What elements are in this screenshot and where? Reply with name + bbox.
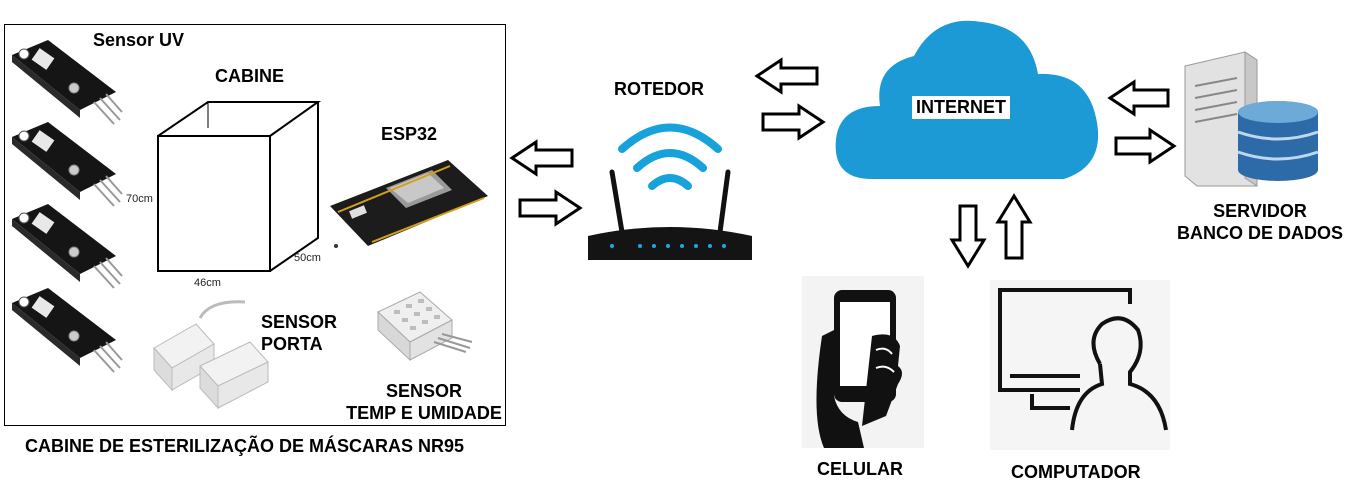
cabin-box-label: CABINE <box>215 66 285 86</box>
door-sensor-label: SENSOR PORTA <box>261 311 337 355</box>
arrow-icon <box>761 103 826 141</box>
door-sensor-label-line2: PORTA <box>261 334 323 354</box>
server-database-icon <box>1175 46 1325 191</box>
router-label: ROTEDOR <box>614 79 704 99</box>
arrow-icon <box>949 204 987 269</box>
phone-label: CELULAR <box>817 459 903 479</box>
computer-label: COMPUTADOR <box>1011 462 1141 482</box>
router-icon <box>582 114 762 269</box>
esp32-board-icon <box>328 158 490 253</box>
cabin-height-dimension: 70cm <box>126 193 153 205</box>
temp-sensor-label-line2: TEMP E UMIDADE <box>346 403 502 423</box>
server-label-line1: SERVIDOR <box>1213 201 1307 221</box>
arrow-icon <box>754 57 819 95</box>
arrow-icon <box>509 139 574 177</box>
arrow-icon <box>1107 79 1170 117</box>
temp-sensor-label-line1: SENSOR <box>385 381 463 401</box>
server-label: SERVIDOR BANCO DE DADOS <box>1160 200 1350 244</box>
cabin-width-dimension: 46cm <box>194 277 221 289</box>
cabin-depth-dimension: 50cm <box>294 252 321 264</box>
cabinet-caption: CABINE DE ESTERILIZAÇÃO DE MÁSCARAS NR95 <box>25 436 465 456</box>
computer-user-icon <box>990 280 1170 450</box>
door-sensor-label-line1: SENSOR <box>261 312 338 332</box>
arrow-icon <box>518 189 583 227</box>
server-label-line2: BANCO DE DADOS <box>1176 223 1343 243</box>
temp-sensor-label: SENSOR TEMP E UMIDADE <box>318 380 530 424</box>
door-sensor-icon <box>150 298 275 416</box>
cube-icon <box>150 98 325 278</box>
arrow-icon <box>995 193 1033 260</box>
uv-sensor-label: Sensor UV <box>93 30 185 50</box>
smartphone-hand-icon <box>802 276 924 448</box>
dht-sensor-icon <box>374 290 474 368</box>
cabinet-frame <box>4 24 506 426</box>
internet-label: INTERNET <box>912 96 1010 119</box>
arrow-icon <box>1114 127 1177 165</box>
esp32-label: ESP32 <box>381 124 438 144</box>
